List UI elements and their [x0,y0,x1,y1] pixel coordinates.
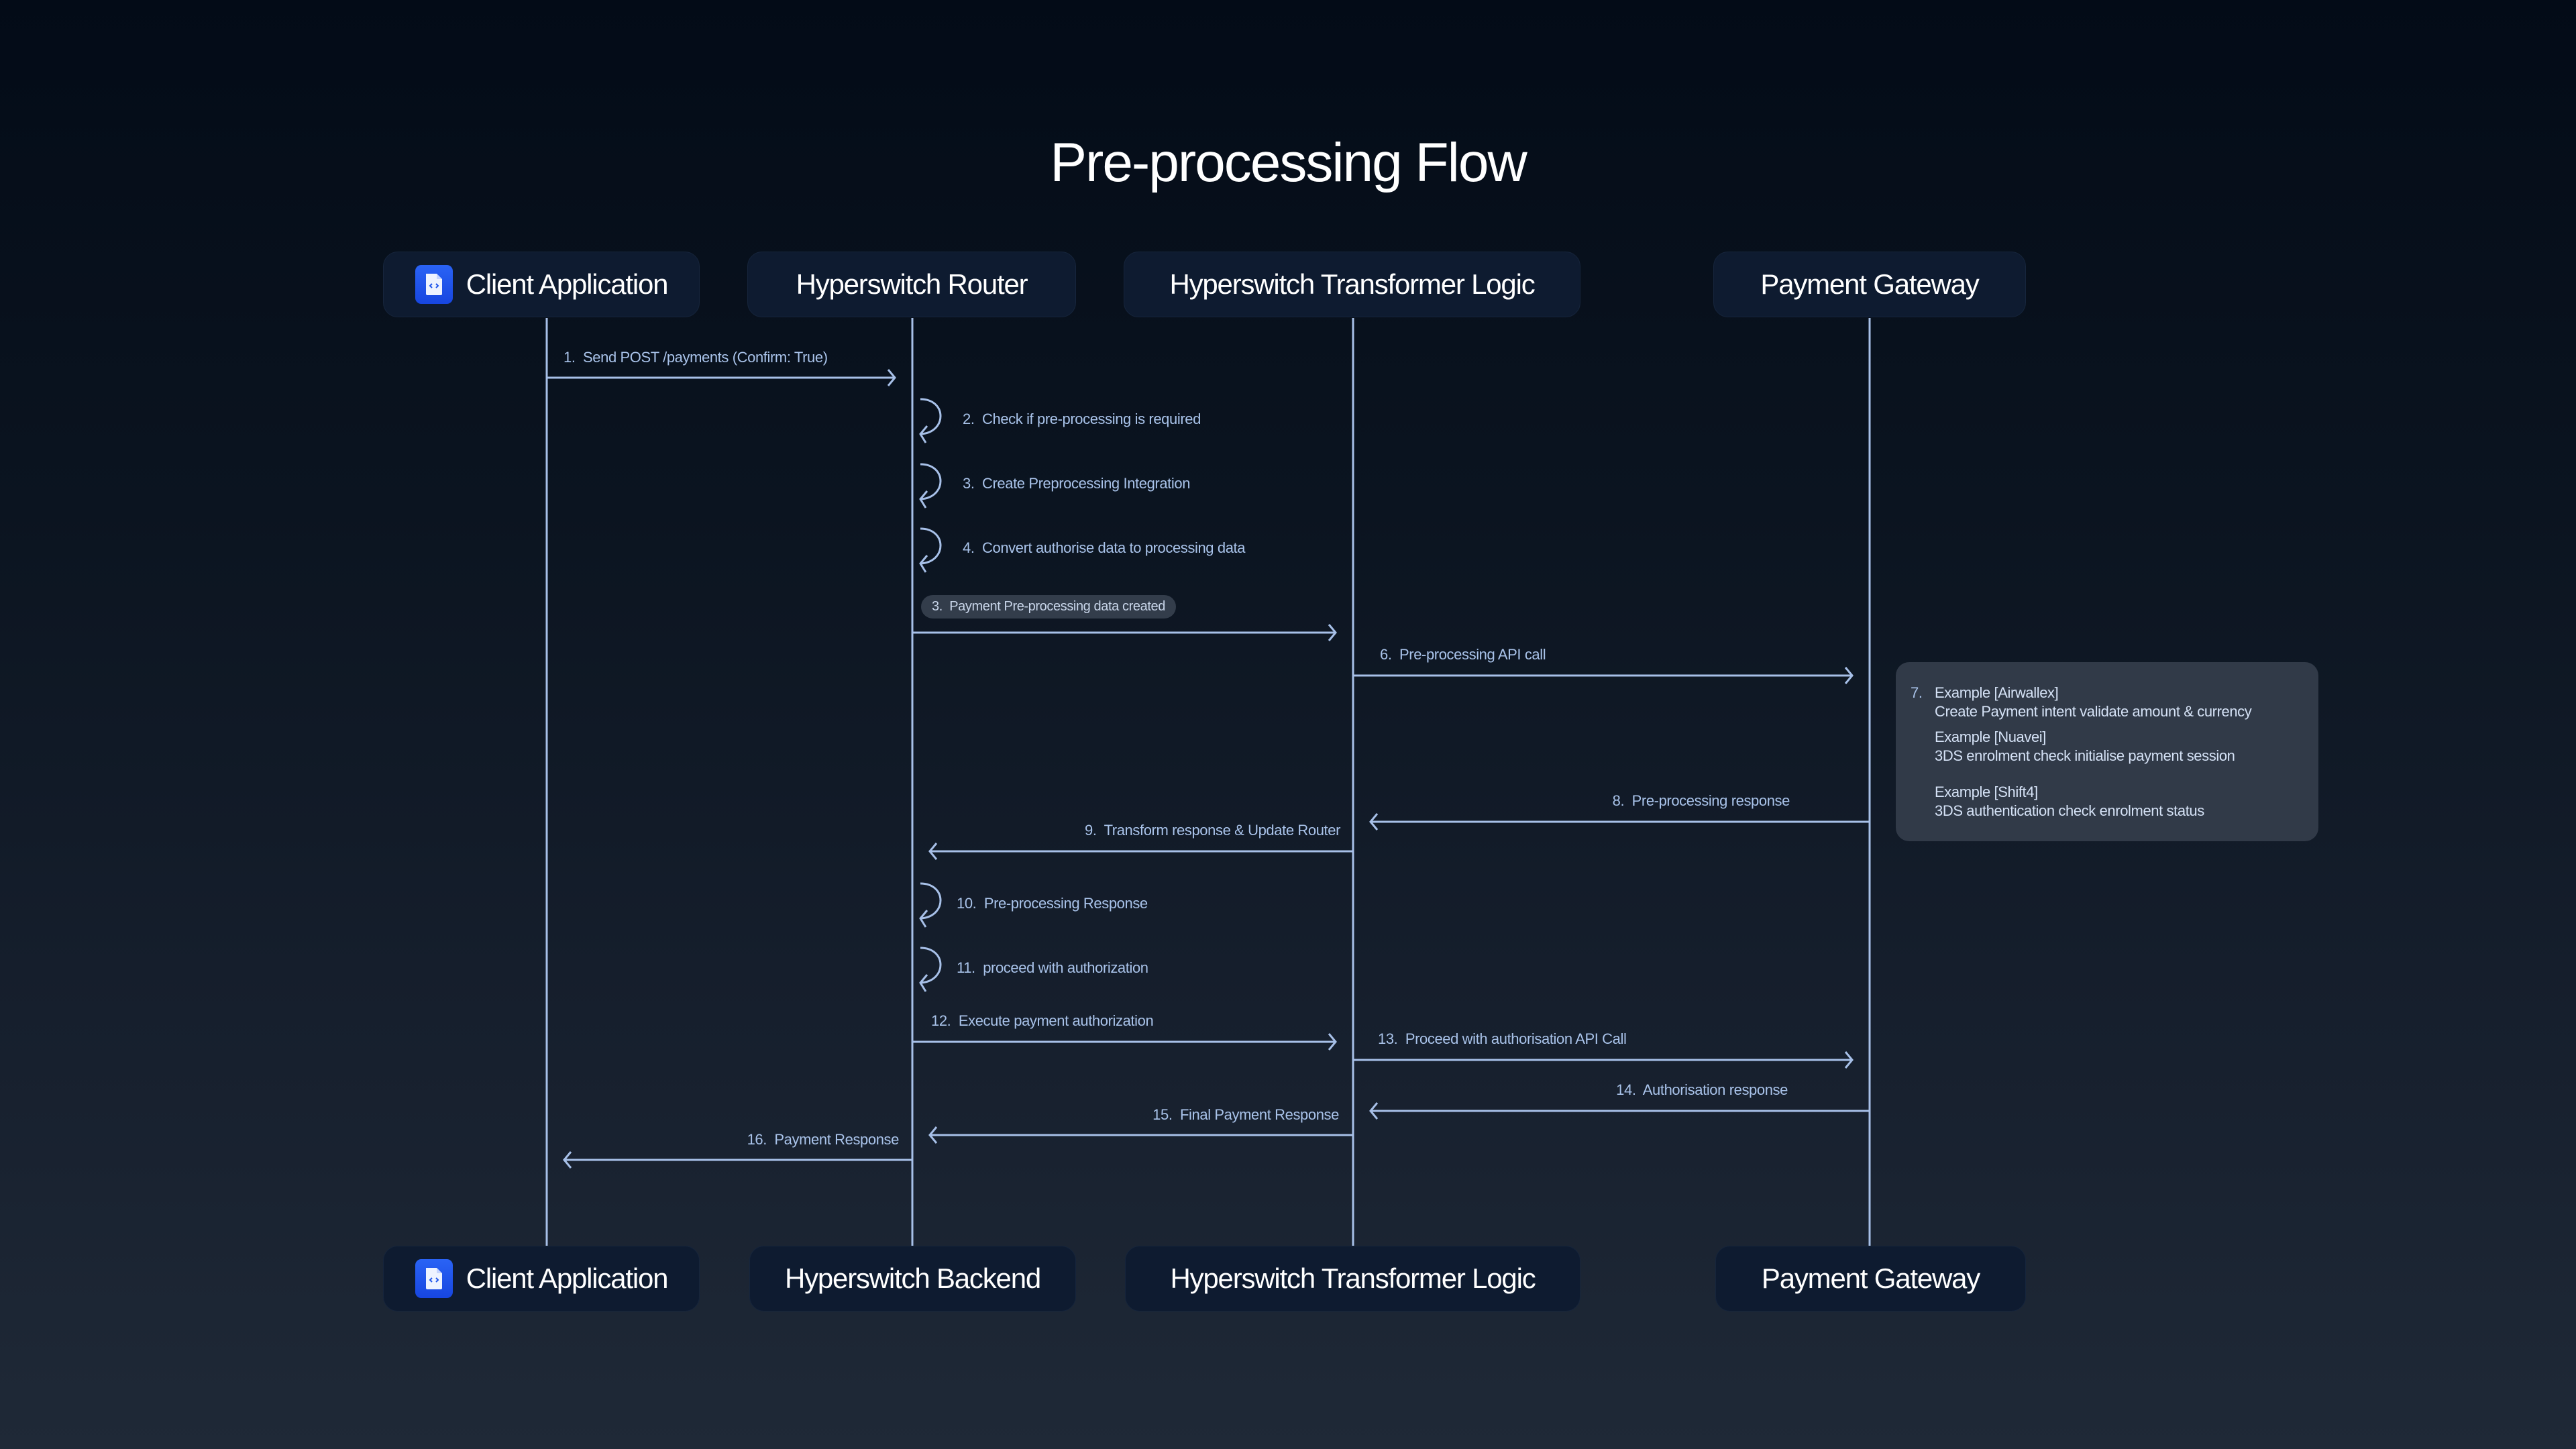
message-label: 16. Payment Response [747,1131,900,1148]
actor-payment-gateway-top[interactable]: Payment Gateway [1713,252,2026,317]
message-label: 8. Pre-processing response [1612,792,1790,809]
diagram-title: Pre-processing Flow [1050,132,1527,193]
message-arrow [1353,1051,1854,1069]
actor-label: Client Application [466,1263,669,1294]
self-message-arrow [919,527,942,573]
note-example-detail: Create Payment intent validate amount & … [1935,703,2252,720]
message-label: 13. Proceed with authorisation API Call [1378,1030,1627,1047]
message-arrow [547,369,896,386]
message-label: 15. Final Payment Response [1152,1106,1339,1123]
message-label: 6. Pre-processing API call [1380,646,1546,663]
actor-transformer-logic-bottom[interactable]: Hyperswitch Transformer Logic [1125,1246,1580,1311]
self-message-arrow [919,398,942,443]
note-example: Example [Nuavei] 3DS enrolment check ini… [1935,728,2305,765]
note-example: Example [Shift4] 3DS authentication chec… [1935,783,2305,820]
message-label: 10. Pre-processing Response [957,895,1148,912]
code-file-icon [415,265,453,304]
message-arrow [928,843,1353,860]
self-message-arrow [919,463,942,508]
actor-transformer-logic-top[interactable]: Hyperswitch Transformer Logic [1124,252,1580,317]
message-label: 14. Authorisation response [1616,1081,1788,1098]
message-label: 9. Transform response & Update Router [1084,822,1340,839]
message-label: 1. Send POST /payments (Confirm: True) [564,349,828,366]
message-arrow [928,1126,1353,1144]
actor-label: Hyperswitch Backend [784,1263,1041,1294]
actor-label: Payment Gateway [1760,268,1979,300]
actor-client-application-top[interactable]: Client Application [383,252,700,317]
note-example-detail: 3DS authentication check enrolment statu… [1935,802,2204,819]
message-arrow [1369,1102,1870,1120]
self-message-arrow [919,947,942,992]
note-number: 7. [1911,684,1923,701]
actor-label: Payment Gateway [1761,1263,1980,1294]
note-example-title: Example [Nuavei] [1935,729,2047,745]
actor-label: Hyperswitch Transformer Logic [1169,268,1535,300]
note-example-detail: 3DS enrolment check initialise payment s… [1935,747,2235,764]
message-pill: 3. Payment Pre-processing data created [921,595,1176,619]
actor-label: Client Application [466,268,669,300]
message-label: 2. Check if pre-processing is required [963,411,1201,427]
message-arrow [912,624,1337,641]
self-message-arrow [919,882,942,928]
message-label: 11. proceed with authorization [957,959,1148,976]
actor-hyperswitch-backend-bottom[interactable]: Hyperswitch Backend [749,1246,1076,1311]
example-note: 7. Example [Airwallex] Create Payment in… [1896,662,2318,841]
message-label: 12. Execute payment authorization [931,1012,1154,1029]
message-arrow [1369,813,1870,830]
message-arrow [912,1033,1337,1051]
message-label: 4. Convert authorise data to processing … [963,539,1246,556]
note-example: Example [Airwallex] Create Payment inten… [1935,684,2305,721]
note-example-title: Example [Shift4] [1935,784,2038,800]
actor-client-application-bottom[interactable]: Client Application [383,1246,700,1311]
actor-label: Hyperswitch Router [796,268,1028,300]
actor-hyperswitch-router-top[interactable]: Hyperswitch Router [747,252,1076,317]
message-label: 3. Create Preprocessing Integration [963,475,1191,492]
actor-payment-gateway-bottom[interactable]: Payment Gateway [1715,1246,2026,1311]
actor-label: Hyperswitch Transformer Logic [1170,1263,1536,1294]
note-example-title: Example [Airwallex] [1935,684,2059,701]
message-arrow [563,1151,912,1169]
code-file-icon [415,1259,453,1298]
message-arrow [1353,667,1854,684]
